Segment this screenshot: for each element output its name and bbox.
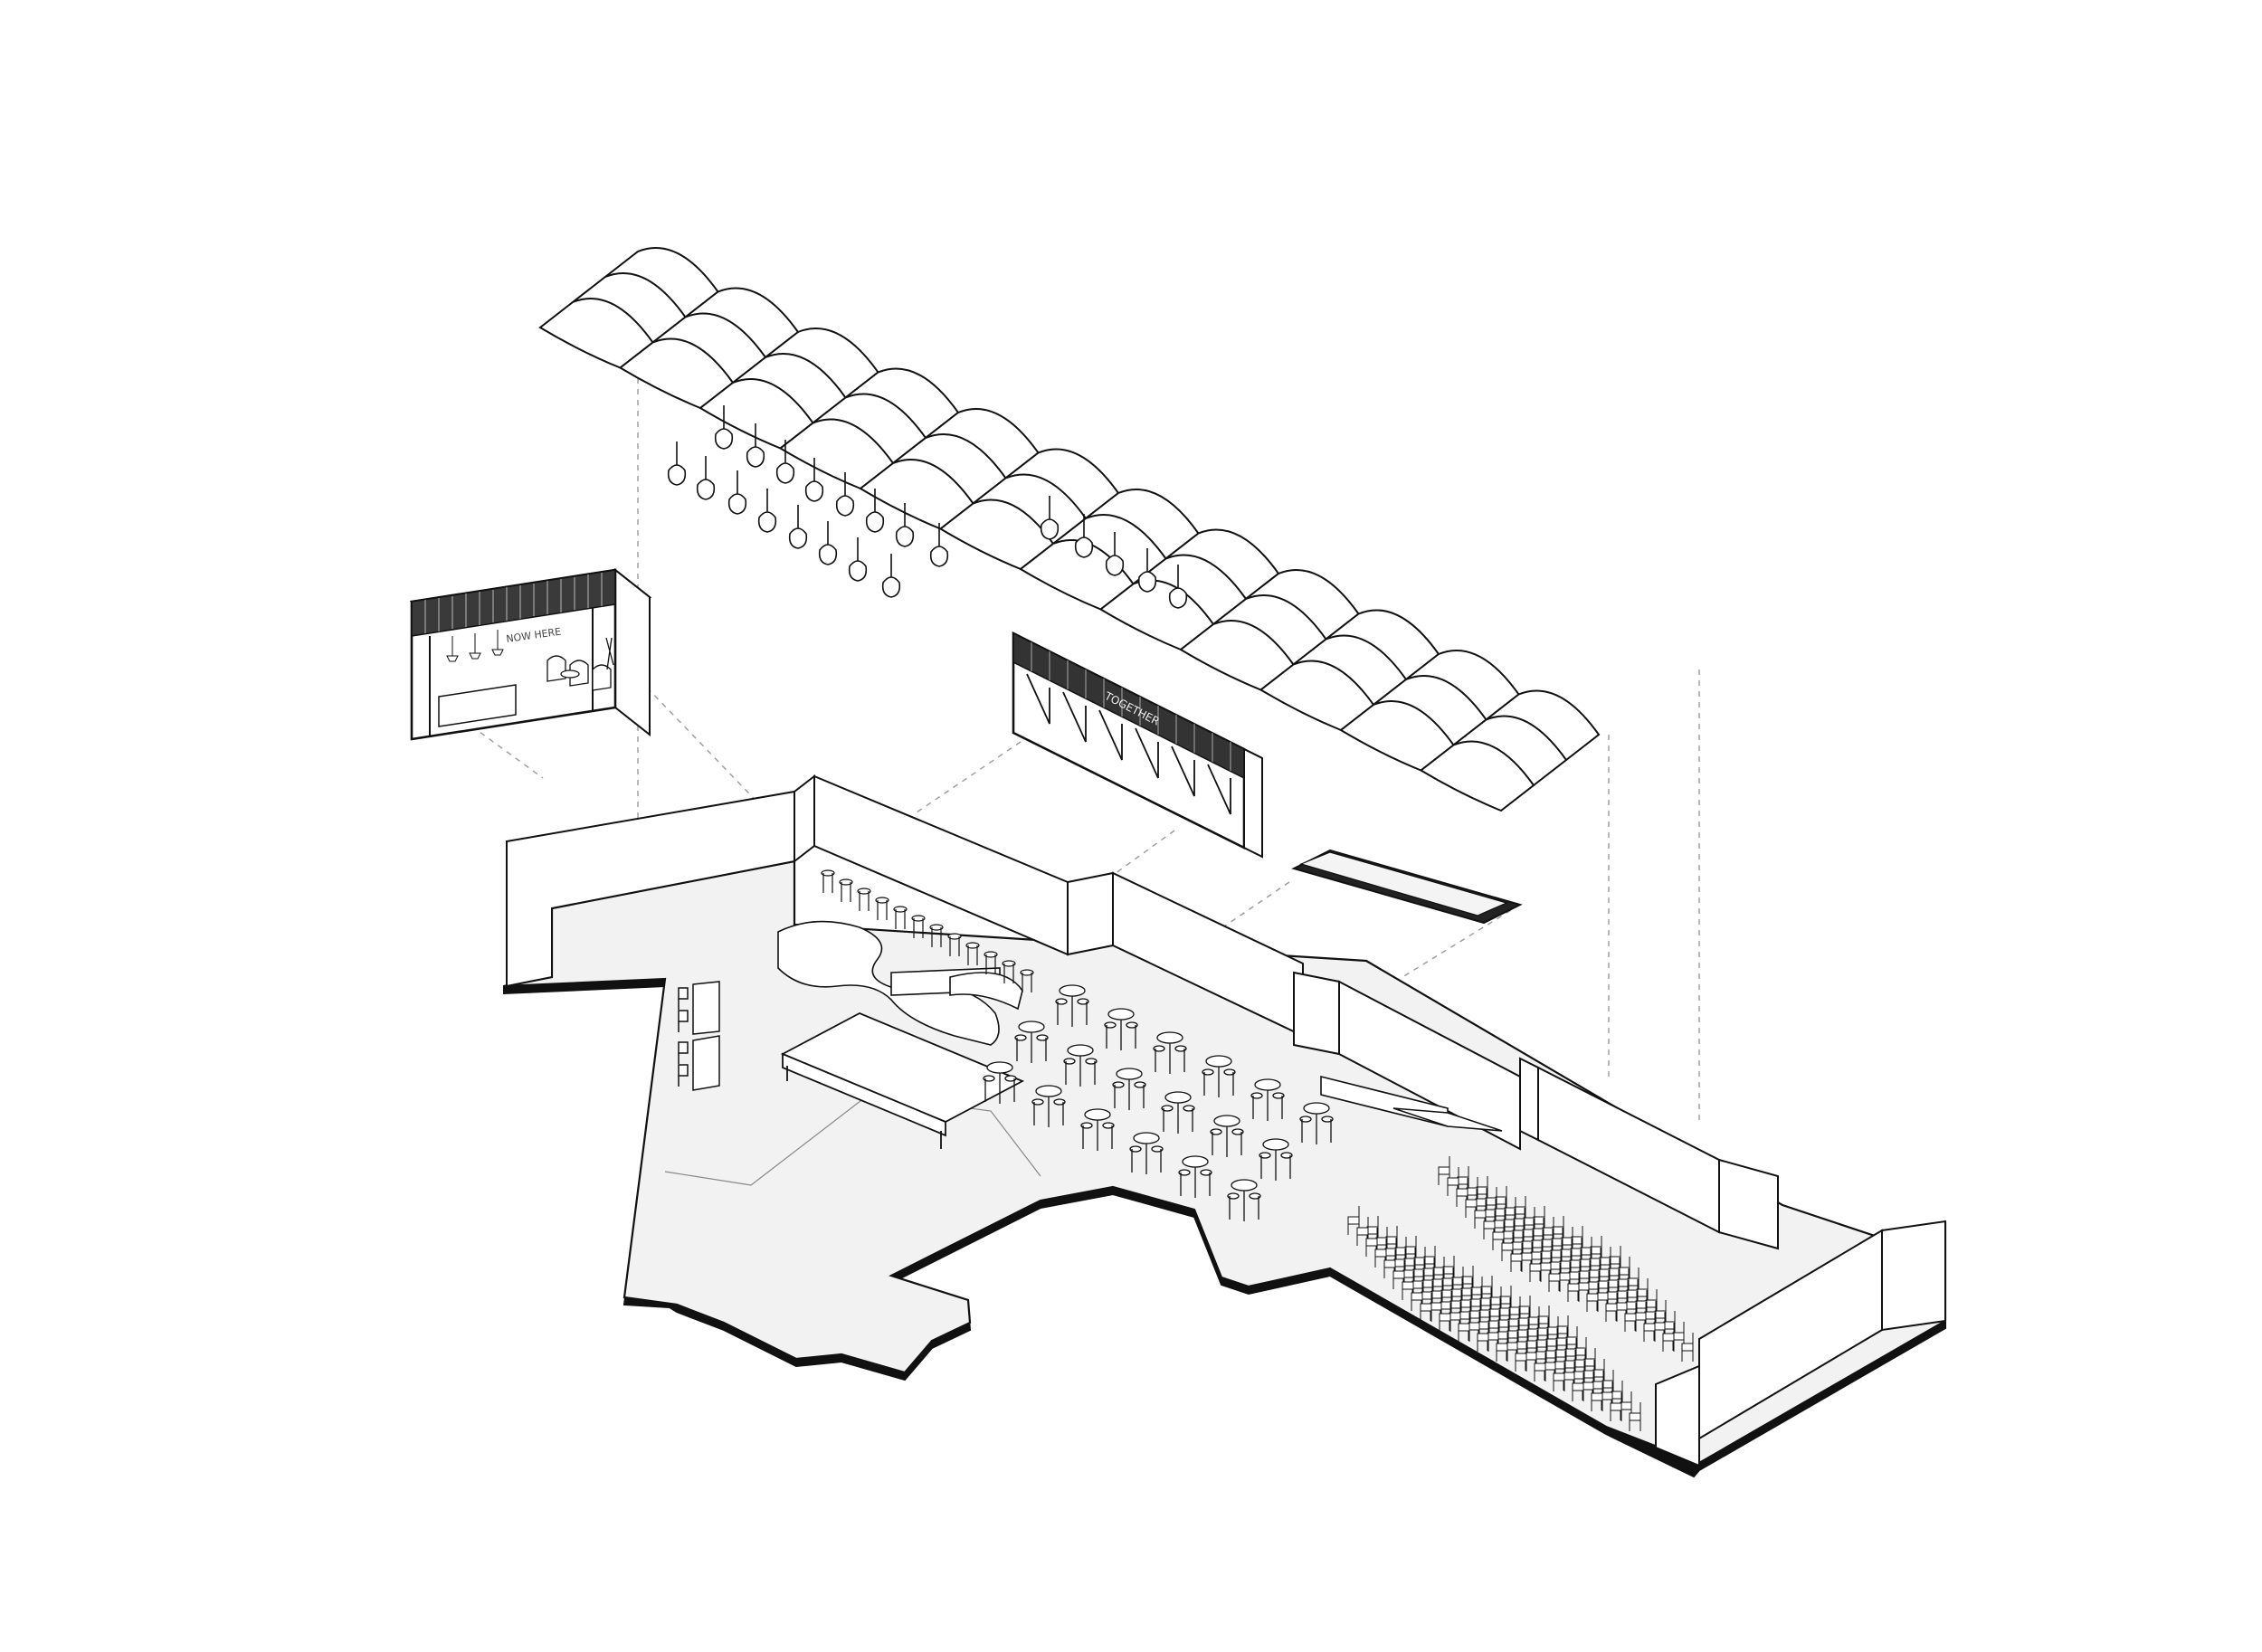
pendant-light: [788, 505, 808, 549]
pendant-light: [1168, 565, 1188, 609]
auditorium-seat: [1510, 1243, 1523, 1272]
pendant-light: [727, 470, 747, 515]
bar-stool: [893, 906, 908, 929]
auditorium-seat: [1662, 1323, 1675, 1352]
pendant-light: [696, 456, 716, 500]
cafe-table: [1153, 1031, 1187, 1074]
cafe-table: [1129, 1132, 1164, 1174]
auditorium-seat: [1572, 1372, 1584, 1401]
bar-stool: [821, 869, 835, 893]
lounge-counter-right: [1320, 1075, 1503, 1132]
auditorium-seat: [1515, 1343, 1527, 1372]
desk-chair: [678, 1064, 689, 1087]
auditorium-seat: [1643, 1313, 1656, 1342]
ceiling-canopy: [538, 247, 1601, 812]
pendant-light: [1137, 548, 1157, 593]
cafe-table: [1210, 1115, 1244, 1157]
bar-stool: [947, 933, 962, 956]
auditorium-seat: [1624, 1303, 1637, 1332]
bar-stools: [821, 869, 1034, 992]
auditorium-seat: [1477, 1323, 1489, 1352]
pendant-lights: [667, 405, 1188, 609]
desk-cluster-left: [678, 981, 720, 1091]
desk-chair: [678, 1041, 689, 1064]
auditorium-seat: [1420, 1293, 1432, 1322]
auditorium-seat: [1496, 1333, 1508, 1362]
cafe-table: [1259, 1138, 1293, 1181]
auditorium-seat: [1529, 1253, 1542, 1282]
cafe-table: [1299, 1102, 1334, 1144]
auditorium-seat: [1601, 1381, 1613, 1410]
bar-counter: [780, 1012, 1025, 1149]
bar-stool: [929, 924, 944, 947]
pendant-light: [804, 458, 824, 502]
pendant-light: [714, 405, 734, 450]
bar-stool: [1020, 969, 1034, 992]
pendant-light: [865, 489, 885, 533]
cafe-table: [1014, 1021, 1049, 1063]
auditorium-seat: [1447, 1167, 1459, 1196]
bar-stool: [911, 915, 926, 938]
cafe-table: [1161, 1091, 1195, 1134]
pendant-light: [757, 489, 777, 533]
cafe-table: [1031, 1085, 1066, 1127]
auditorium-seat: [1605, 1293, 1618, 1322]
pendant-light: [818, 521, 838, 565]
auditorium-seat: [1586, 1283, 1599, 1312]
auditorium-seat: [1548, 1263, 1561, 1292]
pendant-light: [667, 441, 687, 486]
cafe-table: [1250, 1078, 1285, 1121]
cafe-table: [1202, 1055, 1236, 1097]
back-walls: [506, 774, 1946, 1440]
pendant-light: [929, 523, 949, 567]
desk-chair: [678, 987, 689, 1010]
cafe-tables: [983, 984, 1334, 1221]
bar-stool: [857, 888, 871, 911]
auditorium-seat: [1501, 1232, 1514, 1261]
cafe-table: [1063, 1044, 1098, 1087]
auditorium-seat: [1534, 1353, 1546, 1381]
pendant-light: [881, 554, 901, 598]
bar-stool: [965, 942, 980, 965]
auditorium-seat: [1610, 1392, 1622, 1421]
pendant-light: [1040, 496, 1060, 540]
cafe-table: [1080, 1108, 1115, 1151]
auditorium-seat: [1553, 1362, 1565, 1391]
cafe-table: [1178, 1155, 1212, 1198]
pendant-light: [848, 537, 868, 582]
auditorium-seat: [1439, 1303, 1451, 1332]
auditorium-seat: [1347, 1206, 1360, 1235]
auditorium-seating: [1347, 1156, 1694, 1431]
pendant-light: [746, 423, 765, 468]
auditorium-seat: [1591, 1382, 1603, 1411]
stage-end-walls: [1655, 1364, 1700, 1467]
canopy-panel: [1419, 740, 1535, 812]
pendant-light: [835, 472, 855, 517]
cafe-table: [1112, 1068, 1146, 1110]
cafe-table: [1055, 984, 1089, 1027]
auditorium-seat: [1681, 1333, 1694, 1362]
desk-chair: [678, 1010, 689, 1032]
bar-stool: [839, 878, 853, 902]
booth-module: NOW HERE: [409, 567, 652, 741]
auditorium-seat: [1458, 1313, 1470, 1342]
display-wall-module: TOGETHER: [1012, 631, 1263, 859]
pendant-light: [1105, 532, 1125, 576]
cafe-table: [1227, 1179, 1261, 1221]
cafe-table: [1104, 1008, 1138, 1050]
pendant-light: [895, 503, 915, 547]
bar-stool: [875, 897, 889, 920]
cafe-table: [983, 1061, 1017, 1104]
bar-stool: [984, 951, 998, 974]
auditorium-seat: [1567, 1273, 1580, 1302]
auditorium-seat: [1629, 1402, 1641, 1431]
pendant-light: [1074, 514, 1094, 558]
bar-stool: [1002, 960, 1016, 983]
pendant-light: [775, 440, 795, 484]
